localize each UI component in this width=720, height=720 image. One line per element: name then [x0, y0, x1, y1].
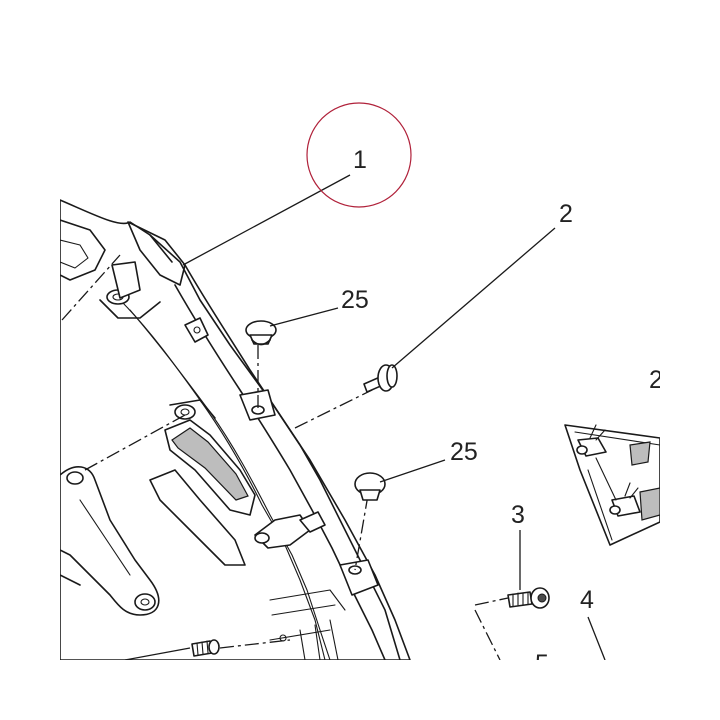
callout-25-upper: 25	[341, 286, 369, 314]
callout-4: 4	[580, 586, 594, 614]
fender-part	[60, 199, 411, 660]
callout-25-lower: 25	[450, 438, 478, 466]
callout-1: 1	[353, 146, 367, 174]
callout-2-partial: 2	[649, 366, 663, 394]
leader-lines	[124, 174, 606, 661]
push-pin-2	[363, 364, 398, 393]
bracket-right	[564, 424, 660, 546]
callout-2: 2	[559, 200, 573, 228]
screw-lower-left	[191, 639, 220, 657]
axis-lines	[61, 254, 509, 661]
plug-25-upper	[245, 320, 277, 346]
plug-25-lower	[354, 472, 386, 501]
callout-3: 3	[511, 501, 525, 529]
bolt-3	[507, 587, 550, 609]
right-mask	[660, 0, 720, 720]
bottom-mask	[0, 660, 720, 720]
callout-highlight-circle	[306, 102, 412, 208]
